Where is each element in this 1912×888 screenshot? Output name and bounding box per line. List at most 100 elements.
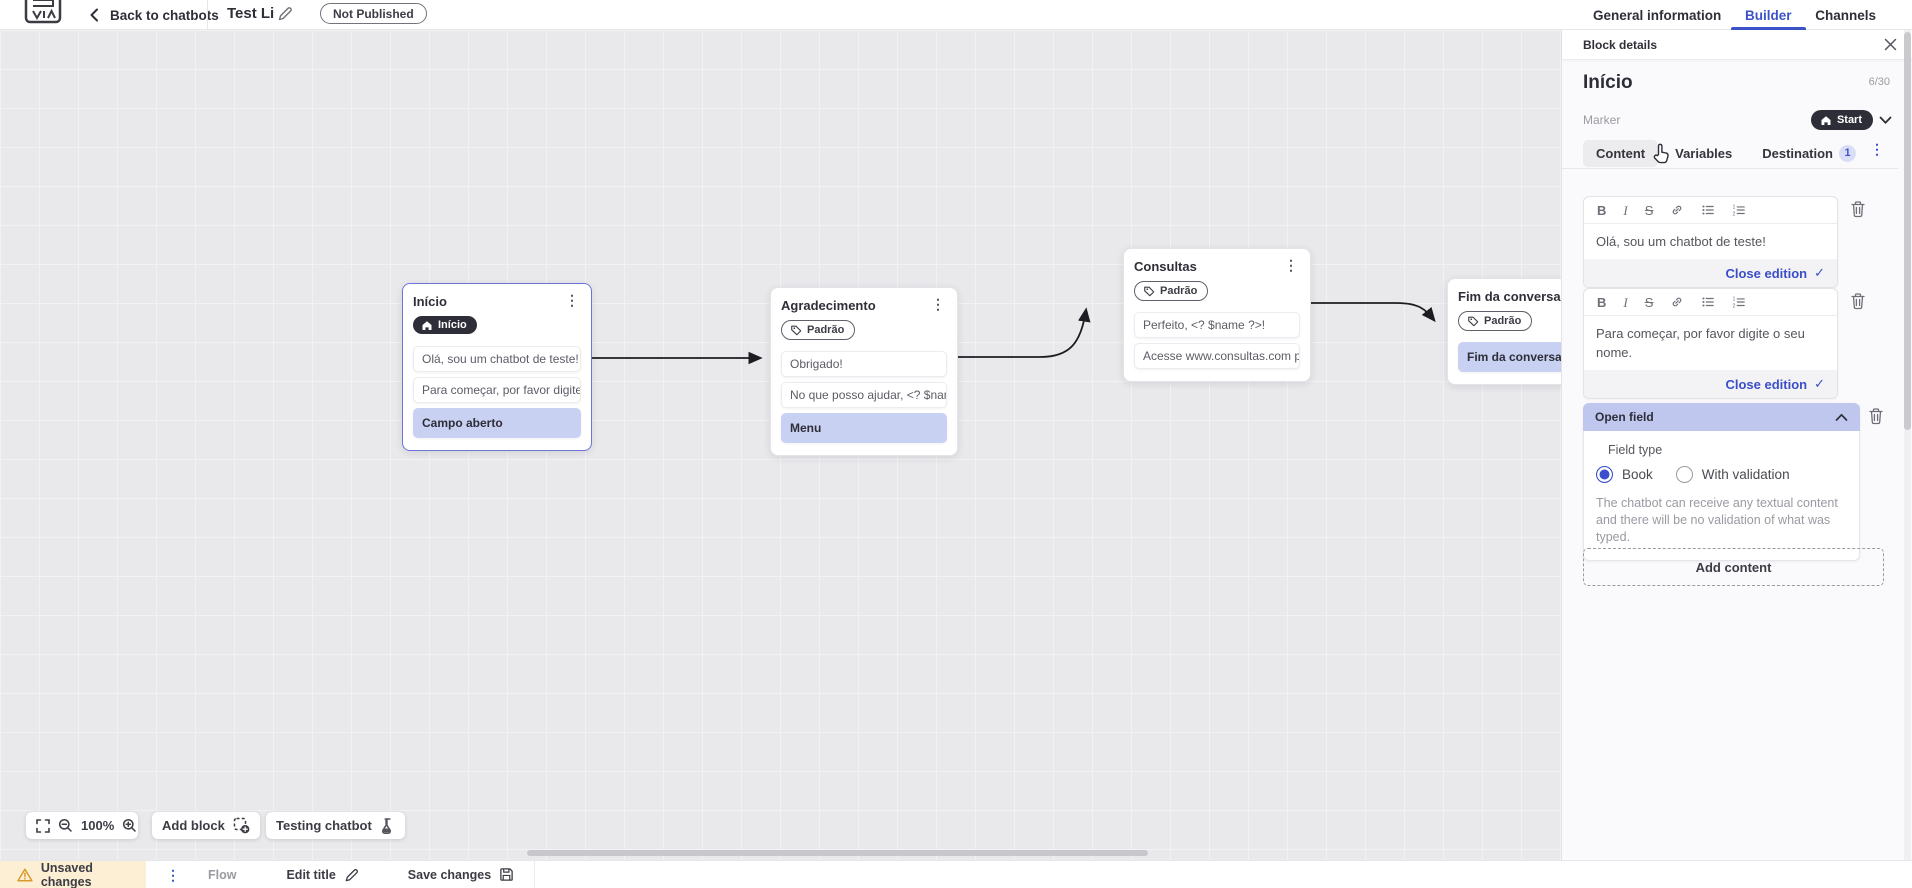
zoom-toolbar: 100% <box>26 812 138 839</box>
panel-menu-icon[interactable]: ⋮ <box>1870 141 1884 157</box>
zoom-out-icon[interactable] <box>58 818 73 833</box>
block-open-field-item[interactable]: Campo aberto <box>413 407 581 438</box>
tag-icon <box>1468 316 1479 327</box>
block-menu-icon[interactable]: ⋮ <box>1284 257 1298 273</box>
message-text-input[interactable]: Para começar, por favor digite o seu nom… <box>1596 326 1805 360</box>
svg-text:1: 1 <box>1733 204 1736 210</box>
radio-book[interactable] <box>1596 466 1613 483</box>
panel-scrollbar[interactable] <box>1904 32 1911 430</box>
chevron-up-icon <box>1835 413 1848 421</box>
fullscreen-icon[interactable] <box>36 818 50 833</box>
radio-book-label[interactable]: Book <box>1622 467 1653 482</box>
block-title: Consultas <box>1134 259 1197 274</box>
testing-chatbot-button[interactable]: Testing chatbot <box>266 812 405 839</box>
close-edition-button[interactable]: Close edition <box>1725 265 1808 281</box>
flow-view-label[interactable]: Flow <box>208 867 237 882</box>
delete-content-icon[interactable] <box>1850 292 1866 310</box>
svg-text:1: 1 <box>1733 296 1736 302</box>
italic-icon[interactable]: I <box>1623 202 1628 218</box>
flow-block-fim-da-conversa[interactable]: Fim da conversa Padrão Fim da conversa <box>1447 278 1561 385</box>
delete-content-icon[interactable] <box>1850 200 1866 218</box>
field-type-label: Field type <box>1608 443 1663 457</box>
flow-canvas[interactable]: Início ⋮ Início Olá, sou um chatbot de t… <box>0 30 1561 860</box>
tab-general-information[interactable]: General information <box>1593 7 1722 23</box>
panel-scrollbar-track <box>1904 30 1911 860</box>
padrao-badge: Padrão <box>1134 281 1209 301</box>
strikethrough-icon[interactable]: S <box>1644 202 1654 218</box>
link-icon[interactable] <box>1670 295 1684 309</box>
padrao-badge: Padrão <box>781 320 856 340</box>
start-badge: Início <box>413 316 477 334</box>
tag-icon <box>791 325 802 336</box>
block-menu-item[interactable]: Menu <box>781 413 947 443</box>
edit-title-button[interactable]: Edit title <box>286 867 359 883</box>
italic-icon[interactable]: I <box>1623 294 1628 310</box>
padrao-badge: Padrão <box>1458 311 1533 331</box>
add-block-icon <box>233 817 250 834</box>
block-name-heading: Início <box>1583 72 1633 93</box>
radio-with-validation-label[interactable]: With validation <box>1701 467 1790 482</box>
bullet-list-icon[interactable] <box>1701 295 1715 309</box>
block-content-item[interactable]: Acesse www.consultas.com par... <box>1134 343 1300 369</box>
header-tabs: General information Builder Channels <box>1561 0 1912 30</box>
pencil-icon <box>345 868 358 881</box>
zoom-in-icon[interactable] <box>122 818 137 833</box>
panel-tabs: Content Variables Destination 1 ⋮ <box>1583 138 1912 168</box>
tab-builder[interactable]: Builder <box>1731 0 1805 30</box>
marker-label: Marker <box>1583 113 1621 127</box>
char-counter: 6/30 <box>1868 76 1890 88</box>
delete-open-field-icon[interactable] <box>1868 407 1884 425</box>
warning-icon <box>17 868 33 881</box>
block-menu-icon[interactable]: ⋮ <box>565 292 579 308</box>
flow-block-consultas[interactable]: Consultas ⋮ Padrão Perfeito, <? $name ?>… <box>1123 248 1311 382</box>
bullet-list-icon[interactable] <box>1701 203 1715 217</box>
tab-channels[interactable]: Channels <box>1815 7 1876 23</box>
save-changes-button[interactable]: Save changes <box>408 867 514 882</box>
message-text-input[interactable]: Olá, sou um chatbot de teste! <box>1596 234 1766 249</box>
bold-icon[interactable]: B <box>1597 202 1607 218</box>
statusbar-divider <box>534 861 536 888</box>
open-field-header[interactable]: Open field <box>1583 403 1860 431</box>
block-content-item[interactable]: No que posso ajudar, <? $name ... <box>781 382 947 408</box>
close-icon[interactable] <box>1883 37 1898 52</box>
tag-icon <box>1144 286 1155 297</box>
close-edition-button[interactable]: Close edition <box>1725 376 1808 392</box>
block-content-item[interactable]: Obrigado! <box>781 351 947 377</box>
block-end-item[interactable]: Fim da conversa <box>1458 342 1561 372</box>
app-logo-icon <box>24 0 64 26</box>
status-bar: Unsaved changes ⋮ Flow Edit title Save c… <box>0 860 1912 888</box>
marker-select[interactable]: Start <box>1810 110 1892 130</box>
add-content-button[interactable]: Add content <box>1583 548 1884 586</box>
block-content-item[interactable]: Olá, sou um chatbot de teste! <box>413 345 581 372</box>
back-to-chatbots-button[interactable]: Back to chatbots <box>88 0 219 30</box>
flow-block-inicio[interactable]: Início ⋮ Início Olá, sou um chatbot de t… <box>402 283 592 451</box>
bold-icon[interactable]: B <box>1597 294 1607 310</box>
tab-destination[interactable]: Destination 1 <box>1749 139 1869 168</box>
start-marker-badge: Start <box>1810 110 1873 130</box>
destination-count-badge: 1 <box>1839 144 1857 162</box>
header-divider <box>207 0 208 30</box>
back-chevron-icon <box>88 8 100 22</box>
statusbar-menu-icon[interactable]: ⋮ <box>166 866 180 883</box>
flow-block-agradecimento[interactable]: Agradecimento ⋮ Padrão Obrigado! No que … <box>770 287 958 456</box>
save-icon <box>500 868 513 881</box>
strikethrough-icon[interactable]: S <box>1644 294 1654 310</box>
radio-with-validation[interactable] <box>1675 466 1693 483</box>
block-content-item[interactable]: Perfeito, <? $name ?>! <box>1134 312 1300 338</box>
canvas-horizontal-scrollbar[interactable] <box>527 850 1148 856</box>
home-icon <box>422 320 432 330</box>
block-title: Início <box>413 294 447 309</box>
link-icon[interactable] <box>1670 203 1684 217</box>
add-block-button[interactable]: Add block <box>152 812 260 839</box>
back-label: Back to chatbots <box>110 7 219 23</box>
block-menu-icon[interactable]: ⋮ <box>931 296 945 312</box>
edit-title-pencil-icon[interactable] <box>277 5 294 22</box>
tab-variables[interactable]: Variables <box>1675 145 1733 161</box>
block-content-item[interactable]: Para começar, por favor digite o ... <box>413 376 581 403</box>
tab-content[interactable]: Content <box>1583 139 1659 167</box>
